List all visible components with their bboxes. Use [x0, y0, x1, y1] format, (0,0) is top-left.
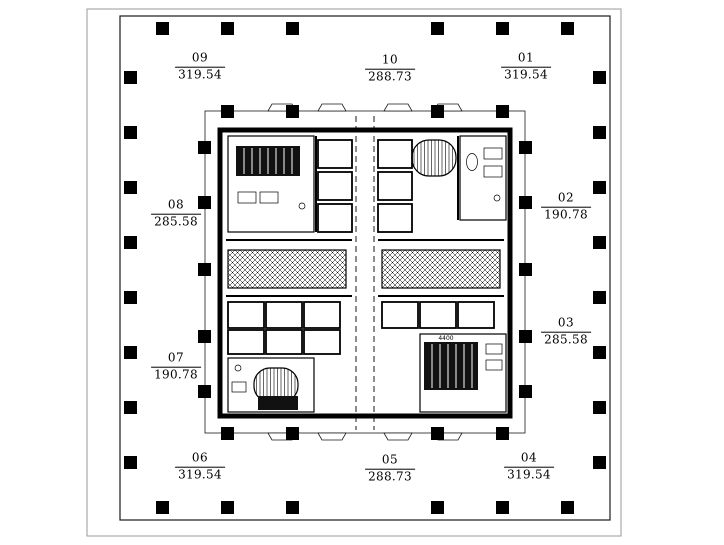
unit-label-07: 07 190.78	[151, 350, 201, 383]
unit-label-03: 03 285.58	[541, 315, 591, 348]
unit-area: 190.78	[541, 206, 591, 223]
unit-number: 10	[381, 52, 399, 67]
unit-number: 08	[167, 197, 185, 212]
unit-area: 288.73	[365, 468, 415, 485]
unit-number: 09	[191, 50, 209, 65]
core-center-joint	[355, 116, 375, 430]
elevator-lobby-hatch	[227, 249, 501, 289]
stair-dark-northwest	[236, 146, 300, 176]
elevator-cells	[227, 139, 495, 355]
unit-number: 04	[520, 450, 538, 465]
unit-area: 285.58	[541, 331, 591, 348]
slab-outline	[119, 15, 611, 521]
unit-area: 319.54	[501, 66, 551, 83]
unit-area: 288.73	[365, 68, 415, 85]
unit-label-01: 01 319.54	[501, 50, 551, 83]
restroom-fixtures	[231, 147, 503, 393]
core-dim-annotation: 4400	[438, 335, 453, 342]
stair-dark-southeast	[258, 342, 478, 410]
unit-label-08: 08 285.58	[151, 197, 201, 230]
unit-label-10: 10 288.73	[365, 52, 415, 85]
unit-number: 02	[557, 190, 575, 205]
unit-number: 06	[191, 450, 209, 465]
unit-label-09: 09 319.54	[175, 50, 225, 83]
unit-number: 07	[167, 350, 185, 365]
unit-label-05: 05 288.73	[365, 452, 415, 485]
unit-area: 190.78	[151, 366, 201, 383]
stair-north	[411, 139, 457, 177]
unit-label-02: 02 190.78	[541, 190, 591, 223]
unit-number: 05	[381, 452, 399, 467]
unit-area: 319.54	[175, 466, 225, 483]
unit-area: 285.58	[151, 213, 201, 230]
unit-area: 319.54	[504, 466, 554, 483]
core-rooms	[227, 135, 507, 413]
unit-number: 01	[517, 50, 535, 65]
unit-number: 03	[557, 315, 575, 330]
unit-area: 319.54	[175, 66, 225, 83]
unit-label-04: 04 319.54	[504, 450, 554, 483]
unit-label-06: 06 319.54	[175, 450, 225, 483]
sheet-frame	[86, 8, 622, 537]
